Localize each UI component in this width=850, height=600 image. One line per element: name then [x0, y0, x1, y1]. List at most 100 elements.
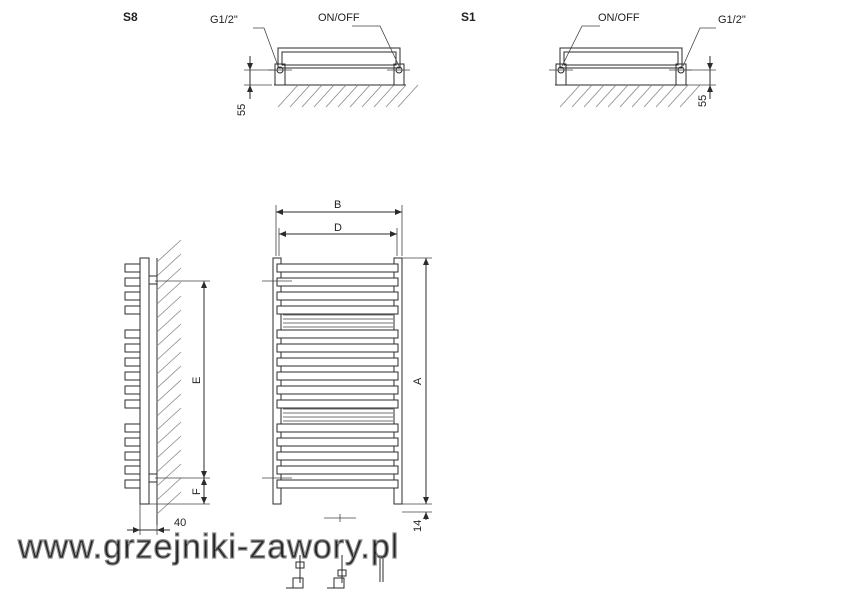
front-view: B D A 14 — [262, 199, 432, 532]
wall-hatch-line — [325, 84, 347, 108]
s1-right-connector — [675, 63, 687, 86]
heating-tube — [276, 371, 399, 381]
wall-hatch-line — [156, 393, 182, 417]
tube-stub — [124, 329, 141, 339]
angle-valve-left-icon — [286, 555, 305, 589]
bottom-gap-label: 14 — [412, 520, 424, 532]
heating-tube — [276, 437, 399, 447]
wall-hatch-line — [643, 84, 665, 108]
s8-wall-hatch — [274, 84, 419, 108]
wall-hatch-line — [156, 323, 182, 347]
tube-stub — [124, 305, 141, 315]
width-axis-label: D — [334, 222, 342, 234]
tube-stub — [124, 423, 141, 433]
side-top-bracket — [148, 275, 158, 285]
wall-hatch-line — [156, 449, 182, 473]
wall-hatch-line — [397, 84, 419, 108]
heating-tube — [276, 399, 399, 409]
wall-hatch-line — [156, 379, 182, 403]
s8-left-connector — [274, 63, 286, 86]
wall-hatch-line — [289, 84, 311, 108]
wall-hatch-line — [301, 84, 323, 108]
wall-hatch-line — [361, 84, 383, 108]
heating-tube — [276, 479, 399, 489]
wall-hatch-line — [631, 84, 653, 108]
heating-tube — [276, 277, 399, 287]
wall-hatch-line — [156, 337, 182, 361]
watermark-text: www.grzejniki-zawory.pl — [17, 528, 399, 566]
wall-hatch-line — [156, 351, 182, 375]
angle-valve-center-icon — [327, 555, 347, 589]
wall-hatch-line — [156, 239, 182, 263]
wall-hatch-line — [373, 84, 395, 108]
wall-hatch-line — [156, 267, 182, 291]
s8-depth-label: 55 — [236, 104, 248, 116]
tube-stub — [124, 263, 141, 273]
wall-hatch-line — [607, 84, 629, 108]
wall-hatch-line — [156, 463, 182, 487]
wall-hatch-line — [156, 477, 182, 501]
wall-hatch-line — [156, 435, 182, 459]
tube-stub — [124, 291, 141, 301]
tube-stub — [124, 437, 141, 447]
heating-tube — [276, 305, 399, 315]
wall-hatch-line — [156, 421, 182, 445]
tube-stub — [124, 357, 141, 367]
s8-thread-leader — [253, 27, 279, 67]
tube-stub — [124, 399, 141, 409]
straight-pipe-icon — [379, 555, 384, 582]
s1-thread-leader — [682, 27, 716, 67]
wall-hatch-line — [156, 281, 182, 305]
wall-hatch-line — [337, 84, 359, 108]
axis-spacing-label: E — [191, 377, 203, 384]
wall-hatch-line — [571, 84, 593, 108]
side-collector — [139, 257, 150, 505]
s1-code-label: S1 — [461, 10, 476, 24]
heating-tube — [276, 465, 399, 475]
s1-thread-label: G1/2" — [718, 14, 746, 26]
heating-tube — [276, 423, 399, 433]
wall-hatch-line — [156, 365, 182, 389]
bottom-offset-label: F — [191, 488, 203, 495]
tube-stub — [124, 385, 141, 395]
wall-offset-label: 40 — [174, 517, 186, 529]
side-tube-stubs — [124, 263, 141, 489]
wall-hatch-line — [156, 295, 182, 319]
tube-stub — [124, 371, 141, 381]
tube-stub — [124, 465, 141, 475]
s8-code-label: S8 — [123, 10, 138, 24]
s1-valve-label: ON/OFF — [598, 12, 640, 24]
heating-tube — [276, 343, 399, 353]
front-right-collector — [393, 257, 403, 505]
wall-hatch-line — [349, 84, 371, 108]
wall-hatch-line — [156, 253, 182, 277]
wall-hatch-line — [156, 309, 182, 333]
width-total-label: B — [334, 199, 341, 211]
wall-hatch-line — [619, 84, 641, 108]
side-wall-hatch — [156, 239, 182, 515]
side-view: E F 40 — [124, 239, 210, 535]
s8-valve-leader — [352, 25, 400, 67]
heating-tube — [276, 263, 399, 273]
s8-thread-label: G1/2" — [210, 14, 238, 26]
front-left-collector — [272, 257, 282, 505]
valve-options — [286, 555, 384, 589]
wall-hatch-line — [156, 407, 182, 431]
tube-stub — [124, 451, 141, 461]
s8-valve-label: ON/OFF — [318, 12, 360, 24]
wall-hatch-line — [313, 84, 335, 108]
wall-hatch-line — [595, 84, 617, 108]
height-total-label: A — [412, 377, 424, 385]
wall-hatch-line — [385, 84, 407, 108]
front-heating-tubes — [276, 263, 399, 489]
wall-hatch-line — [583, 84, 605, 108]
s1-left-connector — [555, 63, 567, 86]
wall-hatch-line — [559, 84, 581, 108]
s8-radiator-inner — [281, 51, 397, 66]
wall-hatch-line — [679, 84, 701, 108]
s1-radiator-outline — [559, 47, 683, 69]
s1-valve-leader — [561, 25, 600, 67]
s1-top-view: S1 ON/OFF G1/2" 55 — [461, 10, 746, 108]
wall-hatch-line — [655, 84, 677, 108]
